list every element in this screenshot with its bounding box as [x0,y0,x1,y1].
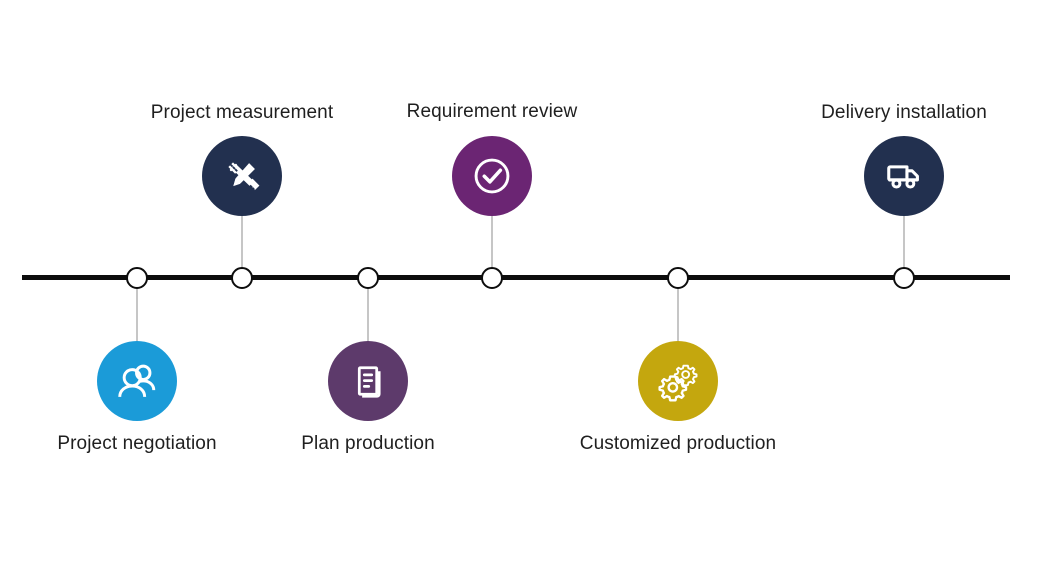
step-label-project-measurement: Project measurement [150,102,334,123]
step-label-project-negotiation: Project negotiation [57,433,217,454]
connector-line-plan-production [367,277,369,341]
timeline-axis [22,275,1010,280]
step-label-customized-production: Customized production [579,433,777,454]
step-label-delivery-installation: Delivery installation [821,102,987,123]
users-icon [114,358,160,404]
connector-line-customized-production [677,277,679,341]
step-icon-disc-delivery-installation[interactable] [864,136,944,216]
connector-line-project-measurement [241,216,243,277]
step-icon-disc-customized-production[interactable] [638,341,718,421]
timeline-node-delivery-installation[interactable] [893,266,915,289]
timeline-node-project-negotiation[interactable] [126,266,148,289]
step-label-plan-production: Plan production [301,433,435,454]
timeline-node-customized-production[interactable] [667,266,689,289]
check-circle-icon [467,151,517,201]
step-icon-disc-project-negotiation[interactable] [97,341,177,421]
pencil-ruler-icon [219,153,265,199]
connector-line-delivery-installation [903,216,905,277]
step-icon-disc-requirement-review[interactable] [452,136,532,216]
step-icon-disc-plan-production[interactable] [328,341,408,421]
documents-icon [346,359,390,403]
connector-line-project-negotiation [136,277,138,341]
timeline-node-requirement-review[interactable] [481,266,503,289]
connector-line-requirement-review [491,216,493,277]
step-icon-disc-project-measurement[interactable] [202,136,282,216]
gears-icon [655,358,701,404]
truck-icon [881,153,927,199]
step-label-requirement-review: Requirement review [406,101,578,122]
timeline-node-project-measurement[interactable] [231,266,253,289]
timeline-node-plan-production[interactable] [357,266,379,289]
